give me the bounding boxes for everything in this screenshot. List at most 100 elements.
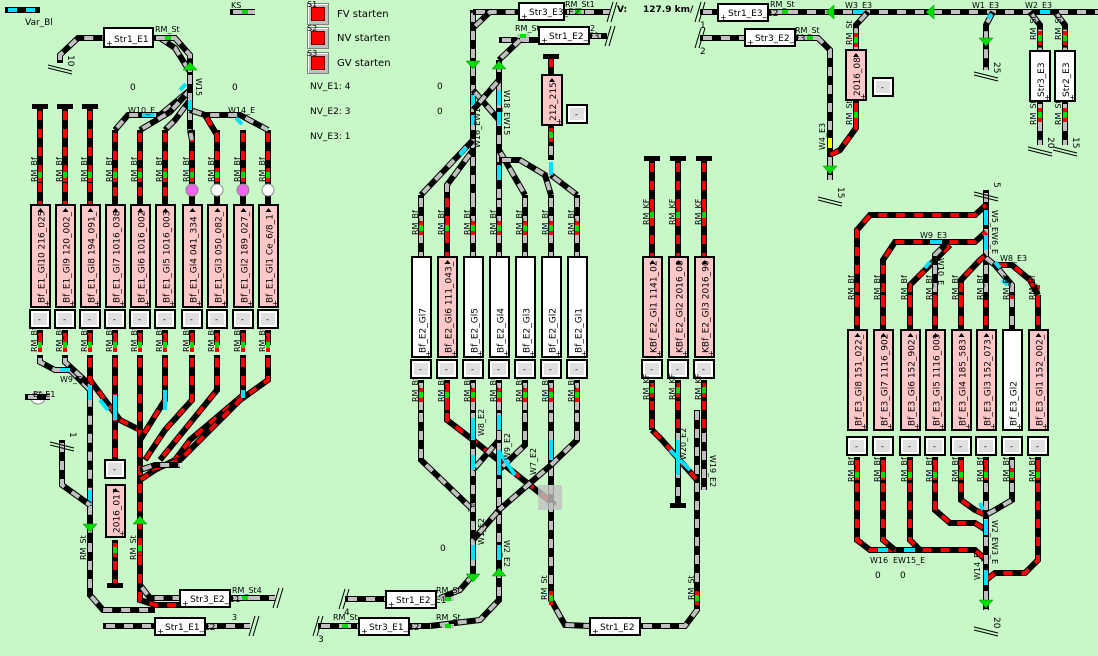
block-body[interactable]	[845, 49, 867, 101]
block-body[interactable]	[1002, 329, 1023, 431]
e2-track-3-block[interactable]: Bf_E2_Gl5	[463, 256, 484, 358]
switch-button-face[interactable]	[1005, 440, 1019, 452]
e2-track-4-block[interactable]: Bf_E2_Gl4	[489, 256, 510, 358]
switch-button-face[interactable]	[876, 440, 890, 452]
switch-button-face[interactable]	[876, 81, 890, 93]
nv-start-button[interactable]: S2	[307, 24, 329, 49]
e2-track-6-switch-button[interactable]: -	[540, 359, 562, 379]
block-body[interactable]	[489, 256, 510, 358]
gv-start-button[interactable]: S3	[307, 49, 329, 74]
e3-track-3-switch-button[interactable]: -	[899, 436, 921, 456]
switch-button-face[interactable]	[33, 313, 47, 325]
block-str1-e2-e1[interactable]: Str1_E2_E1	[385, 590, 447, 609]
e1-track-3-switch-button[interactable]: -	[79, 309, 101, 329]
block-body[interactable]	[155, 204, 176, 308]
e3-track-4-switch-button[interactable]: -	[924, 436, 946, 456]
block-body[interactable]	[1029, 50, 1051, 102]
block-body[interactable]	[589, 617, 641, 636]
kbf-e2-track-1-block[interactable]: KBf_E2_Gl1 1141_02	[642, 256, 663, 358]
switch-button-face[interactable]	[570, 108, 584, 120]
block-body[interactable]	[717, 3, 769, 22]
block-body[interactable]	[541, 74, 563, 126]
block-body[interactable]	[233, 204, 254, 308]
block-2016-08[interactable]: 2016_08	[845, 49, 867, 101]
e1-track-1-block[interactable]: Bf_E1_Gl10 216_025	[30, 204, 51, 308]
block-body[interactable]	[567, 256, 588, 358]
e3-track-2-block[interactable]: Bf_E3_Gl7 1116_902	[873, 329, 894, 431]
e2-track-1-block[interactable]: Bf_E2_Gl7	[411, 256, 432, 358]
e1-track-9-switch-button[interactable]: -	[232, 309, 254, 329]
switch-button-face[interactable]	[954, 440, 968, 452]
block-body[interactable]	[358, 617, 410, 636]
e2-track-6-block[interactable]: Bf_E2_Gl2	[541, 256, 562, 358]
e3-track-1-block[interactable]: Bf_E3_Gl8 151_022_	[847, 329, 868, 431]
switch-button-face[interactable]	[928, 440, 942, 452]
e3-track-2-switch-button[interactable]: -	[872, 436, 894, 456]
block-212-215[interactable]: 212_215	[541, 74, 563, 126]
block-body[interactable]	[130, 204, 151, 308]
e2-track-4-switch-button[interactable]: -	[488, 359, 510, 379]
block-body[interactable]	[103, 27, 154, 48]
e1-track-2-switch-button[interactable]: -	[54, 309, 76, 329]
switch-button-face[interactable]	[1031, 440, 1045, 452]
block-str3-e3[interactable]: Str3_E3	[1029, 50, 1051, 102]
e3-track-6-block[interactable]: Bf_E3_Gl3 152_073_	[976, 329, 997, 431]
kbf-e2-track-3-block[interactable]: KBf_E2_Gl3 2016_90	[694, 256, 715, 358]
block-str1-e1-e2[interactable]: Str1_E1_E2	[154, 617, 216, 636]
e1-track-5-switch-button[interactable]: -	[129, 309, 151, 329]
e1-track-4-switch-button[interactable]: -	[104, 309, 126, 329]
fv-start-button[interactable]: S1	[307, 0, 329, 25]
block-body[interactable]	[538, 26, 590, 45]
block-str3-e2-e3[interactable]: Str3_E2_E3	[744, 28, 806, 47]
e2-track-7-switch-button[interactable]: -	[566, 359, 588, 379]
e2-track-1-switch-button[interactable]: -	[410, 359, 432, 379]
block-str3-e2-e1[interactable]: Str3_E2_E1	[179, 589, 241, 608]
switch-button-face[interactable]	[58, 313, 72, 325]
block-2016-017-switch-button[interactable]: -	[104, 459, 126, 479]
gv-start-control[interactable]: S3 GV starten	[307, 49, 391, 74]
e1-track-10-switch-button[interactable]: -	[257, 309, 279, 329]
block-body[interactable]	[258, 204, 279, 308]
e3-track-8-block[interactable]: Bf_E3_Gl1 152_002_	[1028, 329, 1049, 431]
block-str2-e3[interactable]: Str2_E3	[1054, 50, 1076, 102]
e1-track-4-block[interactable]: Bf_E1_Gl7 1016_038	[105, 204, 126, 308]
block-body[interactable]	[80, 204, 101, 308]
switch-button-face[interactable]	[440, 363, 454, 375]
block-str3-e1-e2[interactable]: Str3_E1_E2	[358, 617, 420, 636]
e3-track-4-block[interactable]: Bf_E3_Gl5 1116_005	[925, 329, 946, 431]
switch-button-face[interactable]	[466, 363, 480, 375]
e1-track-6-block[interactable]: Bf_E1_Gl5 1016_003	[155, 204, 176, 308]
block-body[interactable]	[30, 204, 51, 308]
block-body[interactable]	[1028, 329, 1049, 431]
block-212-215-switch-button[interactable]: -	[566, 104, 588, 124]
block-str1-e3-e2[interactable]: Str1_E3_E2	[717, 3, 779, 22]
e1-track-7-block[interactable]: Bf_E1_Gl4 041_334	[182, 204, 203, 308]
block-body[interactable]	[105, 204, 126, 308]
kbf-e2-track-2-block[interactable]: KBf_E2_Gl2 2016_08	[668, 256, 689, 358]
block-body[interactable]	[179, 589, 231, 608]
block-body[interactable]	[105, 484, 126, 538]
block-body[interactable]	[900, 329, 921, 431]
switch-button-face[interactable]	[645, 363, 659, 375]
switch-button-face[interactable]	[903, 440, 917, 452]
switch-button-face[interactable]	[671, 363, 685, 375]
e2-track-2-block[interactable]: Bf_E2_Gl6 111_043_	[437, 256, 458, 358]
e3-track-6-switch-button[interactable]: -	[975, 436, 997, 456]
switch-button-face[interactable]	[492, 363, 506, 375]
switch-button-face[interactable]	[236, 313, 250, 325]
e1-track-3-block[interactable]: Bf_E1_Gl8 194_091_	[80, 204, 101, 308]
block-body[interactable]	[873, 329, 894, 431]
block-body[interactable]	[541, 256, 562, 358]
switch-button-face[interactable]	[133, 313, 147, 325]
switch-button-face[interactable]	[570, 363, 584, 375]
e2-track-2-switch-button[interactable]: -	[436, 359, 458, 379]
block-body[interactable]	[154, 617, 206, 636]
block-2016-08-switch-button[interactable]: -	[872, 77, 894, 97]
e1-track-5-block[interactable]: Bf_E1_Gl6 1016_002	[130, 204, 151, 308]
switch-button-face[interactable]	[185, 313, 199, 325]
switch-button-face[interactable]	[261, 313, 275, 325]
e3-track-5-block[interactable]: Bf_E3_Gl4 185_583	[951, 329, 972, 431]
switch-button-face[interactable]	[850, 440, 864, 452]
block-body[interactable]	[515, 256, 536, 358]
block-body[interactable]	[385, 590, 437, 609]
